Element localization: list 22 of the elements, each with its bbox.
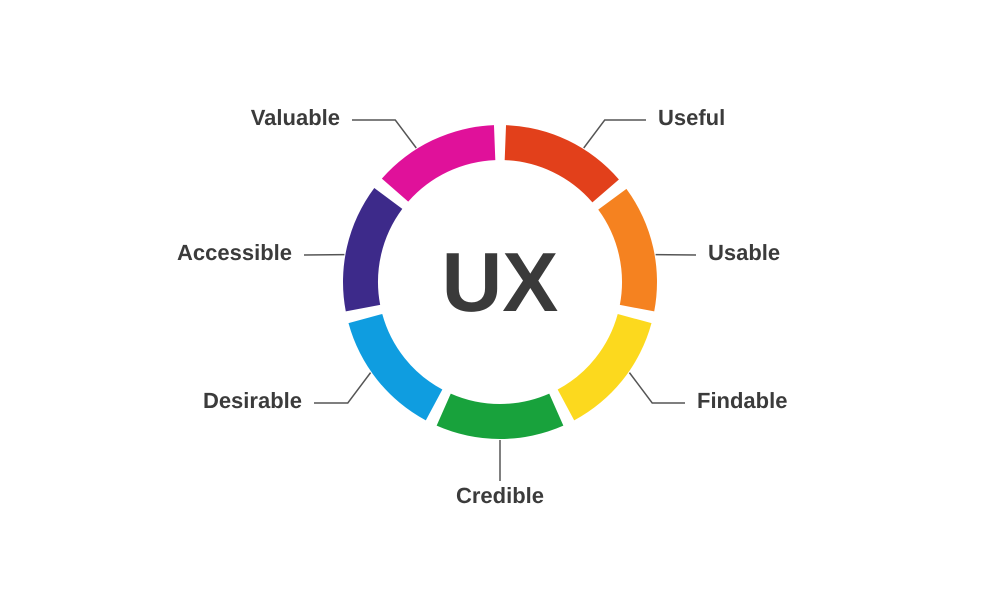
ring-segment — [504, 125, 619, 202]
leader-line — [499, 440, 501, 481]
leader-line — [352, 119, 417, 148]
ring-segment — [558, 314, 652, 420]
ring-segment — [382, 125, 496, 202]
segment-label: Accessible — [177, 240, 292, 266]
segment-label: Valuable — [250, 105, 340, 131]
leader-line — [656, 254, 696, 256]
leader-line — [314, 372, 372, 404]
segment-label: Findable — [697, 388, 788, 414]
ring-segment — [436, 394, 564, 439]
ring-segment — [348, 314, 442, 420]
segment-label: Credible — [456, 483, 544, 509]
center-title: UX — [442, 237, 558, 327]
ring-segment — [343, 188, 402, 312]
leader-line — [583, 119, 646, 148]
leader-line — [304, 254, 344, 256]
segment-label: Desirable — [202, 388, 302, 414]
segment-label: Usable — [708, 240, 780, 266]
segment-label: Useful — [658, 105, 726, 131]
ring-segment — [598, 188, 657, 312]
leader-line — [628, 372, 685, 404]
